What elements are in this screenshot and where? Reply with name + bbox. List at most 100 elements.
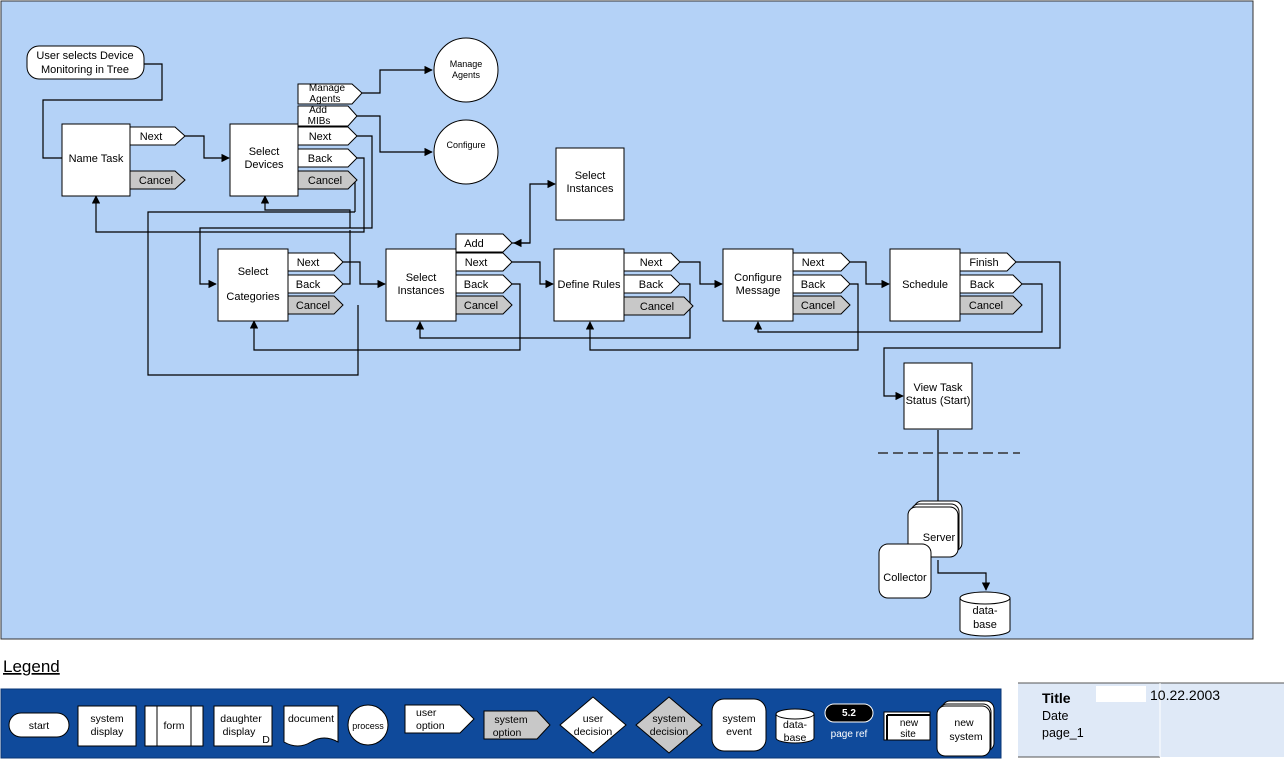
select-categories-next-option[interactable]: Next [287, 252, 344, 272]
select-instances-node: Select Instances [385, 248, 457, 322]
name-task-cancel-option[interactable]: Cancel [129, 170, 186, 190]
svg-text:Cancel: Cancel [139, 175, 173, 187]
configure-message-cancel-option[interactable]: Cancel [792, 295, 851, 315]
legend-bar: start system display form daughter displ… [0, 688, 1002, 759]
svg-text:Cancel: Cancel [801, 300, 835, 312]
svg-text:Add: Add [464, 238, 484, 250]
svg-text:system: system [722, 713, 756, 725]
diagram-canvas [0, 0, 1254, 640]
svg-text:Cancel: Cancel [464, 300, 498, 312]
svg-text:user: user [416, 707, 437, 719]
legend-new-system: new system [936, 700, 995, 757]
svg-text:Back: Back [639, 279, 664, 291]
start-node: User selects Device Monitoring in Tree [26, 45, 145, 80]
svg-text:Agents: Agents [452, 70, 481, 80]
svg-text:Cancel: Cancel [296, 300, 330, 312]
name-task-next-option[interactable]: Next [129, 126, 186, 146]
title-date-label: Date [1042, 709, 1068, 723]
legend-new-site: new site [883, 711, 931, 741]
svg-text:Select: Select [238, 266, 269, 278]
add-mibs-option[interactable]: Add MIBs [297, 105, 358, 127]
svg-text:Select: Select [575, 170, 606, 182]
select-categories-back-option[interactable]: Back [287, 274, 344, 294]
select-instances-cancel-option[interactable]: Cancel [455, 295, 513, 315]
collector-system: Collector [878, 543, 932, 599]
select-categories-cancel-option[interactable]: Cancel [287, 295, 344, 315]
svg-text:event: event [726, 726, 752, 738]
legend-database: data- base [775, 708, 815, 744]
svg-text:MIBs: MIBs [308, 116, 331, 127]
legend-system-option: system option [483, 710, 551, 740]
svg-text:D: D [262, 734, 270, 746]
svg-text:Manage: Manage [450, 59, 483, 69]
svg-text:Next: Next [297, 257, 320, 269]
svg-text:Back: Back [464, 279, 489, 291]
svg-text:process: process [352, 721, 384, 731]
select-instances-next-option[interactable]: Next [455, 252, 513, 272]
name-task-label: Name Task [69, 153, 124, 165]
svg-text:daughter: daughter [220, 713, 262, 725]
svg-text:system: system [652, 713, 686, 725]
select-devices-next-option[interactable]: Next [297, 126, 358, 146]
configure-message-back-option[interactable]: Back [792, 274, 851, 294]
svg-text:display: display [223, 726, 256, 738]
define-rules-cancel-option[interactable]: Cancel [623, 296, 694, 316]
select-devices-cancel-option[interactable]: Cancel [297, 170, 358, 190]
svg-text:decision: decision [574, 726, 613, 738]
svg-text:Instances: Instances [566, 183, 614, 195]
start-label-line1: User selects Device [36, 50, 133, 62]
svg-text:Cancel: Cancel [969, 300, 1003, 312]
define-rules-next-option[interactable]: Next [623, 252, 681, 272]
select-instances-top-node: Select Instances [555, 147, 625, 221]
svg-text:start: start [29, 720, 50, 732]
legend-system-display: system display [77, 705, 137, 747]
select-categories-node: Select Categories [217, 248, 289, 322]
schedule-finish-option[interactable]: Finish [959, 252, 1017, 272]
svg-text:system: system [494, 714, 528, 726]
svg-text:Back: Back [970, 279, 995, 291]
svg-text:Define Rules: Define Rules [558, 279, 621, 291]
legend-start: start [8, 712, 70, 738]
svg-text:Configure: Configure [734, 272, 782, 284]
select-instances-back-option[interactable]: Back [455, 274, 513, 294]
svg-text:Select: Select [406, 272, 437, 284]
svg-text:Agents: Agents [309, 94, 340, 105]
legend-user-option: user option [404, 704, 475, 734]
svg-text:form: form [164, 720, 185, 732]
configure-process: Configure [433, 119, 499, 185]
svg-text:base: base [784, 732, 807, 744]
schedule-back-option[interactable]: Back [959, 274, 1023, 294]
manage-agents-option[interactable]: Manage Agents [297, 83, 363, 105]
legend-title: Legend [3, 657, 60, 676]
svg-text:decision: decision [650, 726, 689, 738]
schedule-node: Schedule [889, 248, 961, 322]
schedule-cancel-option[interactable]: Cancel [959, 295, 1023, 315]
svg-text:option: option [493, 727, 522, 739]
svg-text:View Task: View Task [913, 382, 963, 394]
svg-text:data-: data- [783, 719, 807, 731]
svg-text:system: system [90, 713, 124, 725]
add-option[interactable]: Add [455, 233, 513, 253]
legend-page-ref: 5.2 page ref [824, 703, 874, 740]
legend-form: form [144, 705, 204, 747]
legend-document: document [283, 705, 339, 747]
svg-text:Select: Select [249, 146, 280, 158]
configure-message-next-option[interactable]: Next [792, 252, 851, 272]
svg-text:Configure: Configure [446, 140, 485, 150]
svg-text:Next: Next [465, 257, 488, 269]
svg-text:Next: Next [802, 257, 825, 269]
svg-text:Collector: Collector [883, 572, 927, 584]
define-rules-back-option[interactable]: Back [623, 274, 681, 294]
title-date-value: 10.22.2003 [1150, 687, 1220, 703]
svg-text:document: document [288, 713, 334, 725]
svg-text:Status (Start): Status (Start) [906, 395, 971, 407]
svg-text:Back: Back [308, 153, 333, 165]
svg-text:page ref: page ref [831, 729, 868, 740]
svg-text:user: user [583, 713, 604, 725]
legend-system-decision: system decision [635, 696, 703, 754]
svg-text:new: new [900, 718, 919, 729]
select-devices-back-option[interactable]: Back [297, 148, 358, 168]
svg-text:5.2: 5.2 [842, 708, 856, 719]
select-devices-node: Select Devices [229, 123, 299, 197]
